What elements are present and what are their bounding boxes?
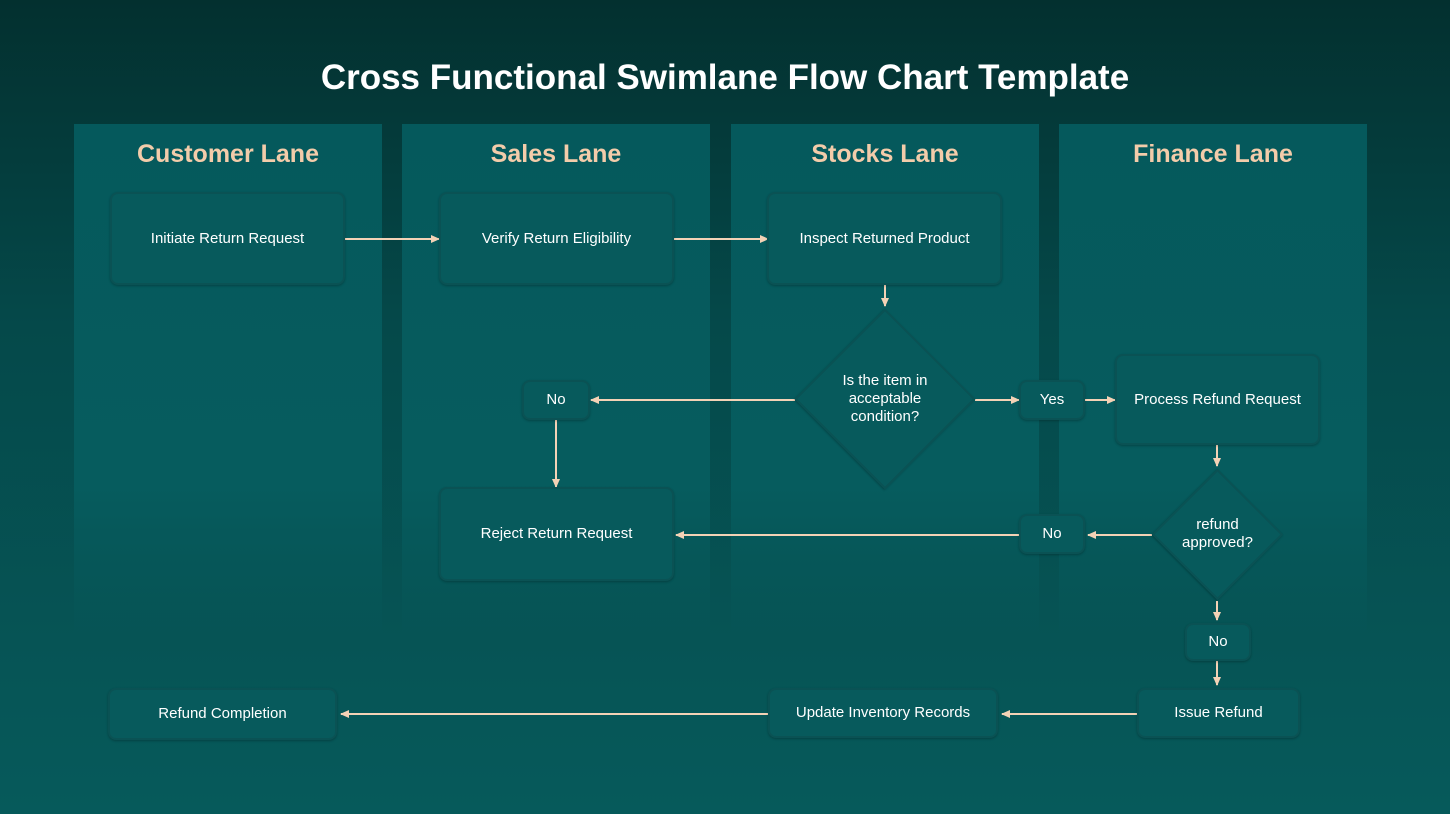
lane-title-stocks: Stocks Lane <box>811 140 959 168</box>
initiate-return-request-step: Initiate Return Request <box>110 192 345 285</box>
update-inventory-records-step: Update Inventory Records <box>768 688 998 738</box>
yes-condition-label: Yes <box>1019 380 1085 420</box>
condition-decision-label: Is the item in acceptable condition? <box>842 372 928 425</box>
no-issue-label: No <box>1185 623 1251 661</box>
no-refund-label: No <box>1019 514 1085 554</box>
lane-title-sales: Sales Lane <box>490 140 622 168</box>
lane-title-finance: Finance Lane <box>1133 140 1293 168</box>
page-title: Cross Functional Swimlane Flow Chart Tem… <box>320 58 1130 97</box>
process-refund-request-step: Process Refund Request <box>1115 354 1320 445</box>
refund-decision-label: refund approved? <box>1182 516 1253 551</box>
refund-completion-step: Refund Completion <box>108 688 337 740</box>
no-condition-label: No <box>522 380 590 420</box>
lane-title-customer: Customer Lane <box>137 140 319 168</box>
issue-refund-step: Issue Refund <box>1137 688 1300 738</box>
verify-return-eligibility-step: Verify Return Eligibility <box>439 192 674 285</box>
inspect-returned-product-step: Inspect Returned Product <box>767 192 1002 285</box>
reject-return-request-step: Reject Return Request <box>439 487 674 581</box>
